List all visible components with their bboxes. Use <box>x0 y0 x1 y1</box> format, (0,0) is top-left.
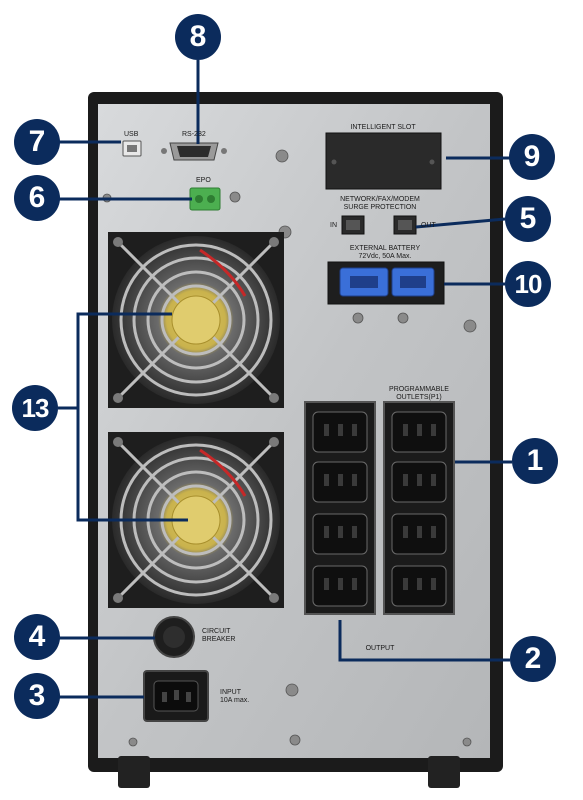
network-label-line2: SURGE PROTECTION <box>343 204 417 211</box>
callout-badge-4: 4 <box>14 614 60 660</box>
external-battery-label-line1: EXTERNAL BATTERY <box>349 245 421 252</box>
intelligent-slot-cover <box>325 132 442 190</box>
epo-label: EPO <box>196 177 211 184</box>
programmable-outlets <box>383 401 455 615</box>
ac-input-socket <box>143 670 209 722</box>
external-battery-label-line2: 72Vdc, 50A Max. <box>358 253 412 260</box>
callout-badge-1: 1 <box>512 438 558 484</box>
input-label-line2: 10A max. <box>220 697 250 704</box>
usb-label: USB <box>124 131 139 138</box>
breaker-label-line1: CIRCUIT <box>202 628 231 635</box>
rs232-label: RS-232 <box>182 131 206 138</box>
network-out-label: OUT <box>421 222 436 229</box>
callout-badge-7: 7 <box>14 119 60 165</box>
circuit-breaker <box>153 616 195 658</box>
external-battery-connector <box>327 261 445 305</box>
callout-badge-8: 8 <box>175 14 221 60</box>
callout-badge-10: 10 <box>505 261 551 307</box>
intelligent-slot-label: INTELLIGENT SLOT <box>350 124 416 131</box>
callout-leader-lines <box>58 60 512 699</box>
network-label-line1: NETWORK/FAX/MODEM <box>340 196 420 203</box>
output-label: OUTPUT <box>365 645 395 652</box>
programmable-label-line1: PROGRAMMABLE <box>389 386 449 393</box>
output-outlets <box>304 401 376 615</box>
callout-badge-6: 6 <box>14 175 60 221</box>
callout-badge-3: 3 <box>14 673 60 719</box>
foot-left <box>118 756 150 788</box>
input-label-line1: INPUT <box>220 689 241 696</box>
breaker-label-line2: BREAKER <box>202 636 236 643</box>
epo-terminal <box>189 187 221 211</box>
foot-right <box>428 756 460 788</box>
network-in-label: IN <box>330 222 337 229</box>
callout-badge-2: 2 <box>510 636 556 682</box>
rs232-port <box>161 142 227 161</box>
fan-top <box>108 232 284 408</box>
callout-badge-9: 9 <box>509 134 555 180</box>
callout-badge-13: 13 <box>12 385 58 431</box>
programmable-label-line2: OUTLETS(P1) <box>396 394 442 401</box>
network-ports <box>341 215 417 235</box>
callout-badge-5: 5 <box>505 196 551 242</box>
usb-port <box>122 140 142 157</box>
